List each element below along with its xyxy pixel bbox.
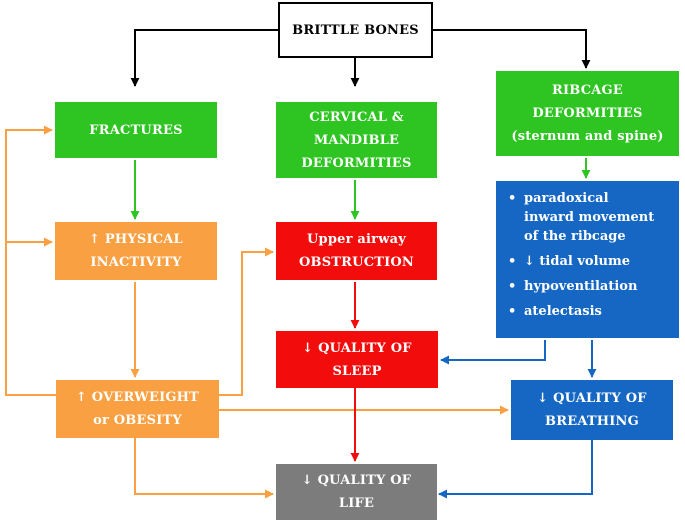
effect-item-tidal-volume: ↓ tidal volume: [508, 252, 673, 271]
node-sleep-line-2: SLEEP: [332, 363, 382, 379]
node-overweight-line-2: or OBESITY: [93, 413, 182, 428]
edge-brittle-to-ribcage: [433, 29, 591, 69]
effect-item-paradoxical-line-1: paradoxical: [524, 191, 609, 206]
node-ribcage-deformities: RIBCAGE DEFORMITIES (sternum and spine): [496, 71, 679, 156]
node-brittle-bones: BRITTLE BONES: [278, 2, 433, 58]
node-overweight-obesity: ↑ OVERWEIGHT or OBESITY: [56, 380, 219, 438]
node-brittle-bones-line-1: BRITTLE BONES: [292, 22, 419, 38]
node-airway-line-2: OBSTRUCTION: [298, 255, 415, 270]
edge-effects-to-sleep: [440, 340, 546, 365]
effect-item-hypoventilation-line-1: hypoventilation: [524, 279, 638, 294]
node-life-line-1: ↓ QUALITY OF: [301, 473, 412, 488]
node-inactivity-line-2: INACTIVITY: [90, 255, 182, 270]
edge-overweight-to-life: [134, 438, 274, 499]
node-cervical-mandible-deformities: CERVICAL & MANDIBLE DEFORMITIES: [276, 102, 437, 178]
node-sleep-line-1: ↓ QUALITY OF: [302, 340, 412, 356]
node-overweight-line-1: ↑ OVERWEIGHT: [75, 390, 200, 405]
effect-item-atelectasis: atelectasis: [508, 302, 673, 321]
node-airway-line-1: Upper airway: [307, 232, 406, 247]
edge-overweight-to-airway: [219, 247, 274, 396]
effect-item-tidal-volume-line-1: ↓ tidal volume: [524, 254, 630, 269]
effect-item-paradoxical: paradoxical inward movement of the ribca…: [508, 189, 673, 246]
ribcage-effects-list: paradoxical inward movement of the ribca…: [508, 189, 673, 321]
node-fractures-line-1: FRACTURES: [89, 122, 183, 138]
node-inactivity-line-1: ↑ PHYSICAL: [89, 232, 183, 247]
edge-breathing-to-life: [438, 440, 593, 499]
node-quality-of-sleep: ↓ QUALITY OF SLEEP: [276, 331, 438, 388]
node-life-line-2: LIFE: [338, 496, 375, 511]
edge-brittle-to-fractures: [130, 29, 278, 87]
edge-overweight-to-fractures-feedback: [5, 125, 56, 396]
node-quality-of-breathing: ↓ QUALITY OF BREATHING: [511, 380, 673, 440]
effect-item-atelectasis-line-1: atelectasis: [524, 304, 602, 319]
node-cervical-line-3: DEFORMITIES: [301, 155, 412, 171]
effect-item-paradoxical-line-2: inward movement: [524, 210, 655, 225]
effect-item-hypoventilation: hypoventilation: [508, 277, 673, 296]
node-breathing-line-1: ↓ QUALITY OF: [537, 391, 647, 406]
node-ribcage-line-1: RIBCAGE: [552, 83, 623, 98]
node-breathing-line-2: BREATHING: [545, 414, 639, 429]
node-cervical-line-2: MANDIBLE: [313, 132, 400, 148]
effect-item-paradoxical-line-3: of the ribcage: [524, 229, 626, 244]
node-ribcage-effects: paradoxical inward movement of the ribca…: [496, 181, 679, 338]
node-quality-of-life: ↓ QUALITY OF LIFE: [276, 464, 437, 520]
node-ribcage-line-3: (sternum and spine): [511, 129, 664, 144]
node-fractures: FRACTURES: [55, 102, 217, 158]
node-ribcage-line-2: DEFORMITIES: [532, 106, 643, 121]
node-cervical-line-1: CERVICAL &: [309, 109, 404, 125]
node-physical-inactivity: ↑ PHYSICAL INACTIVITY: [55, 222, 217, 280]
node-upper-airway-obstruction: Upper airway OBSTRUCTION: [276, 222, 437, 280]
